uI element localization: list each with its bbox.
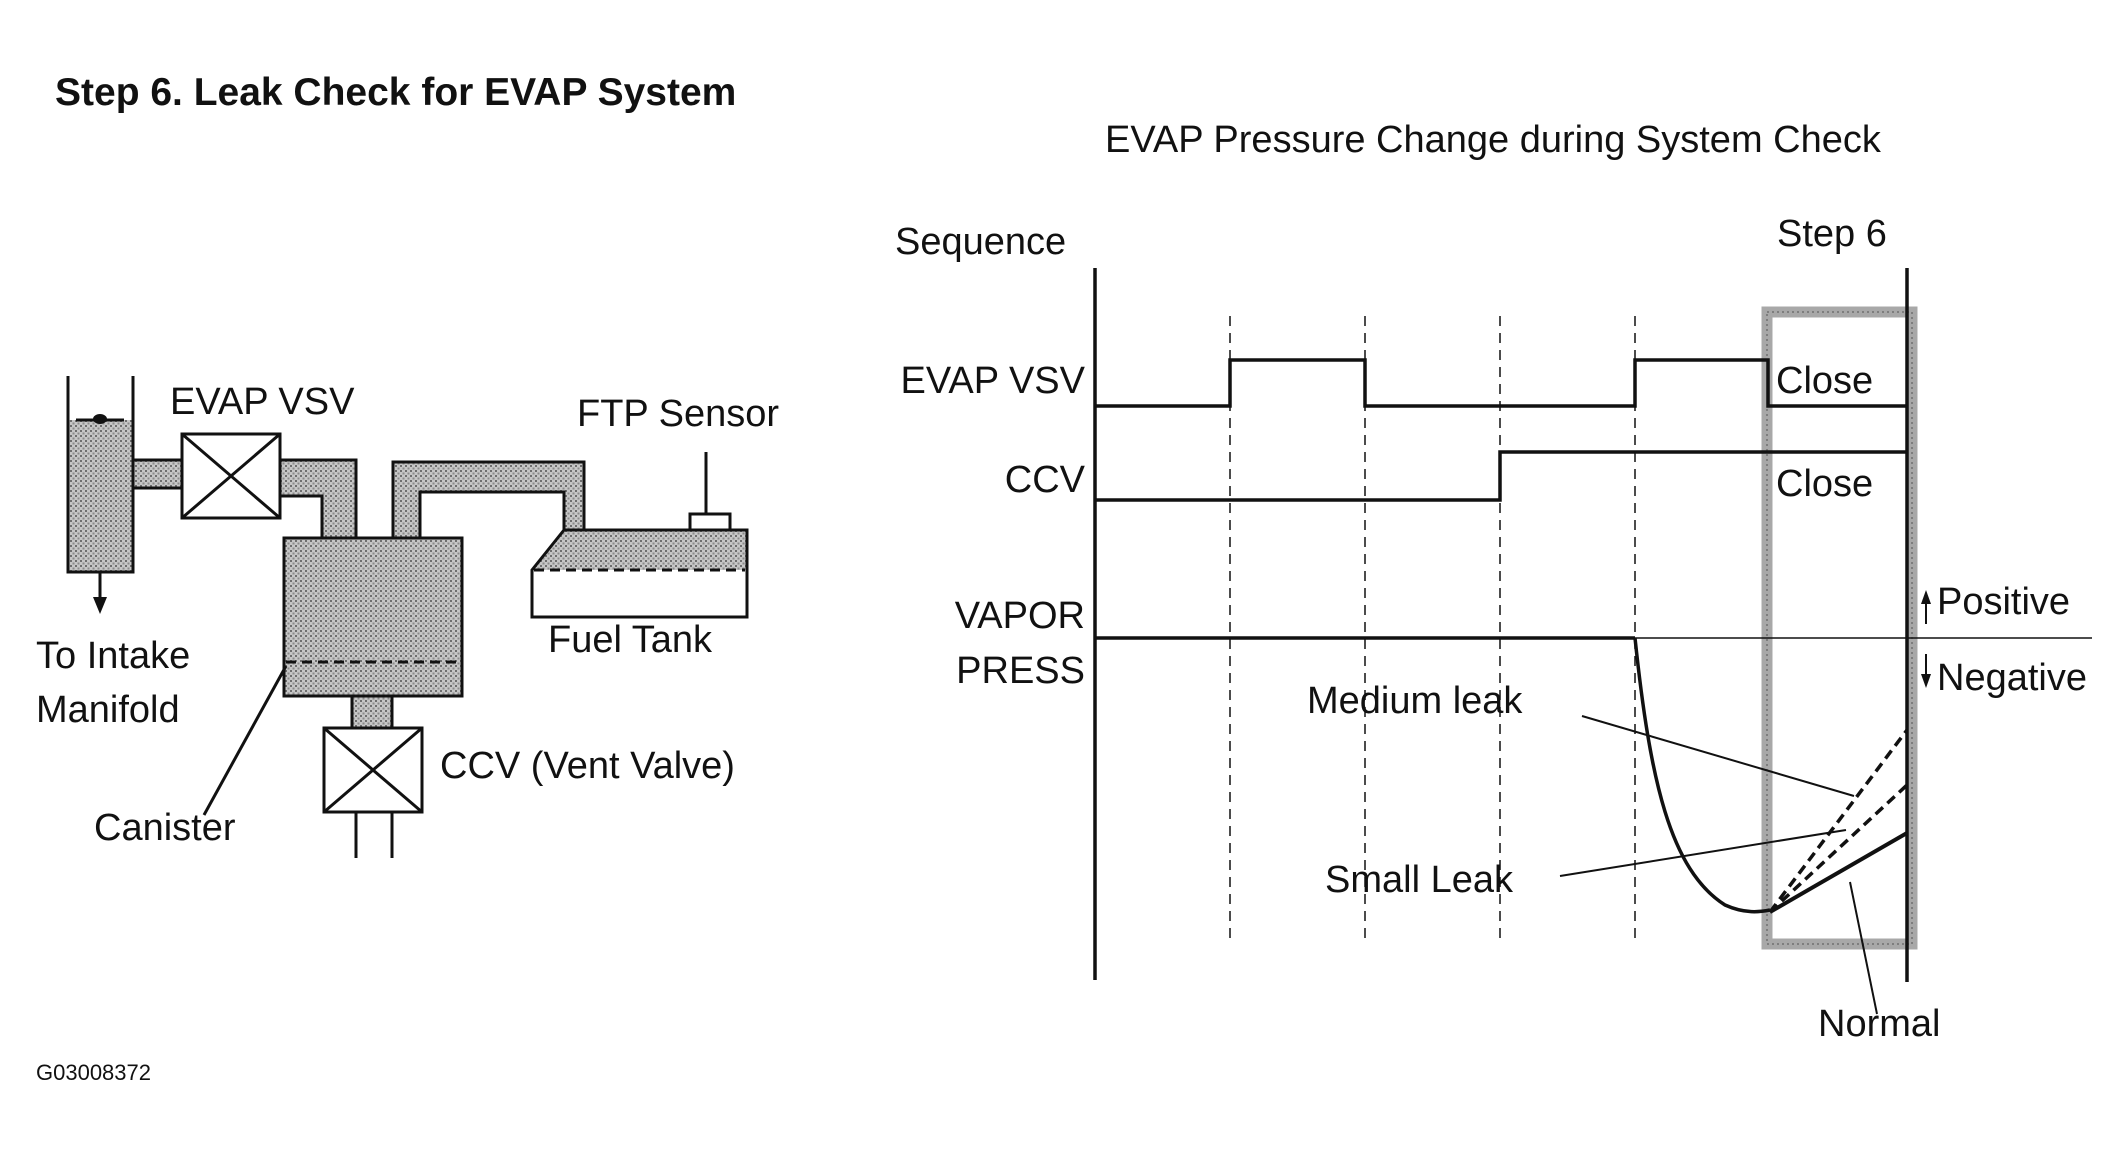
step-6-band xyxy=(1761,306,1918,950)
page-heading: Step 6. Leak Check for EVAP System xyxy=(55,71,736,114)
canister-vent-pipe xyxy=(350,694,394,730)
ccv-valve xyxy=(322,726,424,858)
medium-leak-curve xyxy=(1768,728,1909,914)
fuel-tank xyxy=(530,528,749,619)
fuel-tank-label: Fuel Tank xyxy=(548,619,713,661)
intake-label-line2: Manifold xyxy=(36,689,180,731)
sequence-label: Sequence xyxy=(895,221,1066,263)
evap-vsv-signal-label: EVAP VSV xyxy=(901,360,1086,402)
canister xyxy=(282,536,464,698)
normal-label: Normal xyxy=(1818,1003,1940,1045)
evap-vsv-label: EVAP VSV xyxy=(170,381,355,423)
tank-canister-pipe xyxy=(391,460,586,542)
ccv-close-label: Close xyxy=(1776,463,1873,505)
step-6-label: Step 6 xyxy=(1777,213,1887,255)
medium-leak-label: Medium leak xyxy=(1307,680,1523,722)
small-leak-leader xyxy=(1559,829,1847,877)
ccv-trace xyxy=(1095,450,1907,502)
timing-chart-title: EVAP Pressure Change during System Check xyxy=(1105,119,1882,161)
intake-label-line1: To Intake xyxy=(36,635,190,677)
evap-pressure-timing-chart: EVAP Pressure Change during System Check… xyxy=(895,119,2092,1045)
negative-arrow-icon xyxy=(1921,654,1931,688)
negative-label: Negative xyxy=(1937,657,2087,699)
ccv-signal-label: CCV xyxy=(1005,459,1086,501)
small-leak-label: Small Leak xyxy=(1325,859,1514,901)
ftp-sensor-label: FTP Sensor xyxy=(577,393,779,435)
normal-curve xyxy=(1769,831,1908,914)
vapor-signal-label-line1: VAPOR xyxy=(955,595,1085,637)
evap-system-diagram: EVAP VSV FTP Sensor To Intake Manifold F… xyxy=(36,376,779,858)
ccv-label: CCV (Vent Valve) xyxy=(440,745,735,787)
positive-label: Positive xyxy=(1937,581,2070,623)
figure-code: G03008372 xyxy=(36,1060,151,1085)
vapor-signal-label-line2: PRESS xyxy=(956,650,1085,692)
intake-manifold xyxy=(66,376,135,574)
positive-arrow-icon xyxy=(1921,590,1931,624)
vsv-canister-pipe xyxy=(278,458,358,542)
canister-label: Canister xyxy=(94,807,236,849)
normal-leader xyxy=(1849,881,1878,1015)
medium-leak-leader xyxy=(1581,715,1855,797)
vsv-close-label: Close xyxy=(1776,360,1873,402)
canister-leader xyxy=(202,665,288,816)
step-dividers xyxy=(1229,316,1636,940)
small-leak-curve xyxy=(1768,783,1909,914)
intake-pipe xyxy=(131,458,184,490)
evap-vsv-trace xyxy=(1095,358,1907,408)
intake-arrow xyxy=(93,572,107,614)
evap-vsv-valve xyxy=(180,432,282,520)
vapor-pressure-drop-curve xyxy=(1633,637,1771,914)
ftp-sensor xyxy=(688,452,732,532)
